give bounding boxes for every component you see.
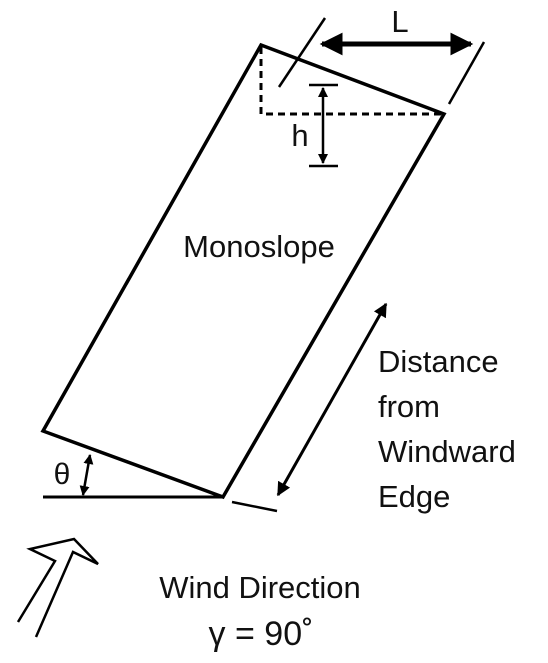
label-theta: θ <box>54 458 71 491</box>
label-wind-angle: γ = 90˚ <box>209 615 314 653</box>
distance-arrow <box>276 302 388 497</box>
l-extension-right <box>447 41 486 105</box>
label-distance-line2: from <box>378 389 440 424</box>
label-monoslope: Monoslope <box>183 229 335 264</box>
height-reference-dashed <box>259 47 442 116</box>
l-extension-left <box>277 17 327 88</box>
label-wind-direction: Wind Direction <box>159 570 361 605</box>
label-distance-line1: Distance <box>378 344 499 379</box>
label-l: L <box>391 4 408 39</box>
roof-outline <box>40 42 447 500</box>
theta-arrow <box>79 454 94 496</box>
distance-baseline <box>231 500 278 513</box>
label-h: h <box>291 118 308 153</box>
label-distance-line3: Windward <box>378 434 516 469</box>
wind-direction-arrow <box>16 537 99 638</box>
label-distance-line4: Edge <box>378 479 450 514</box>
